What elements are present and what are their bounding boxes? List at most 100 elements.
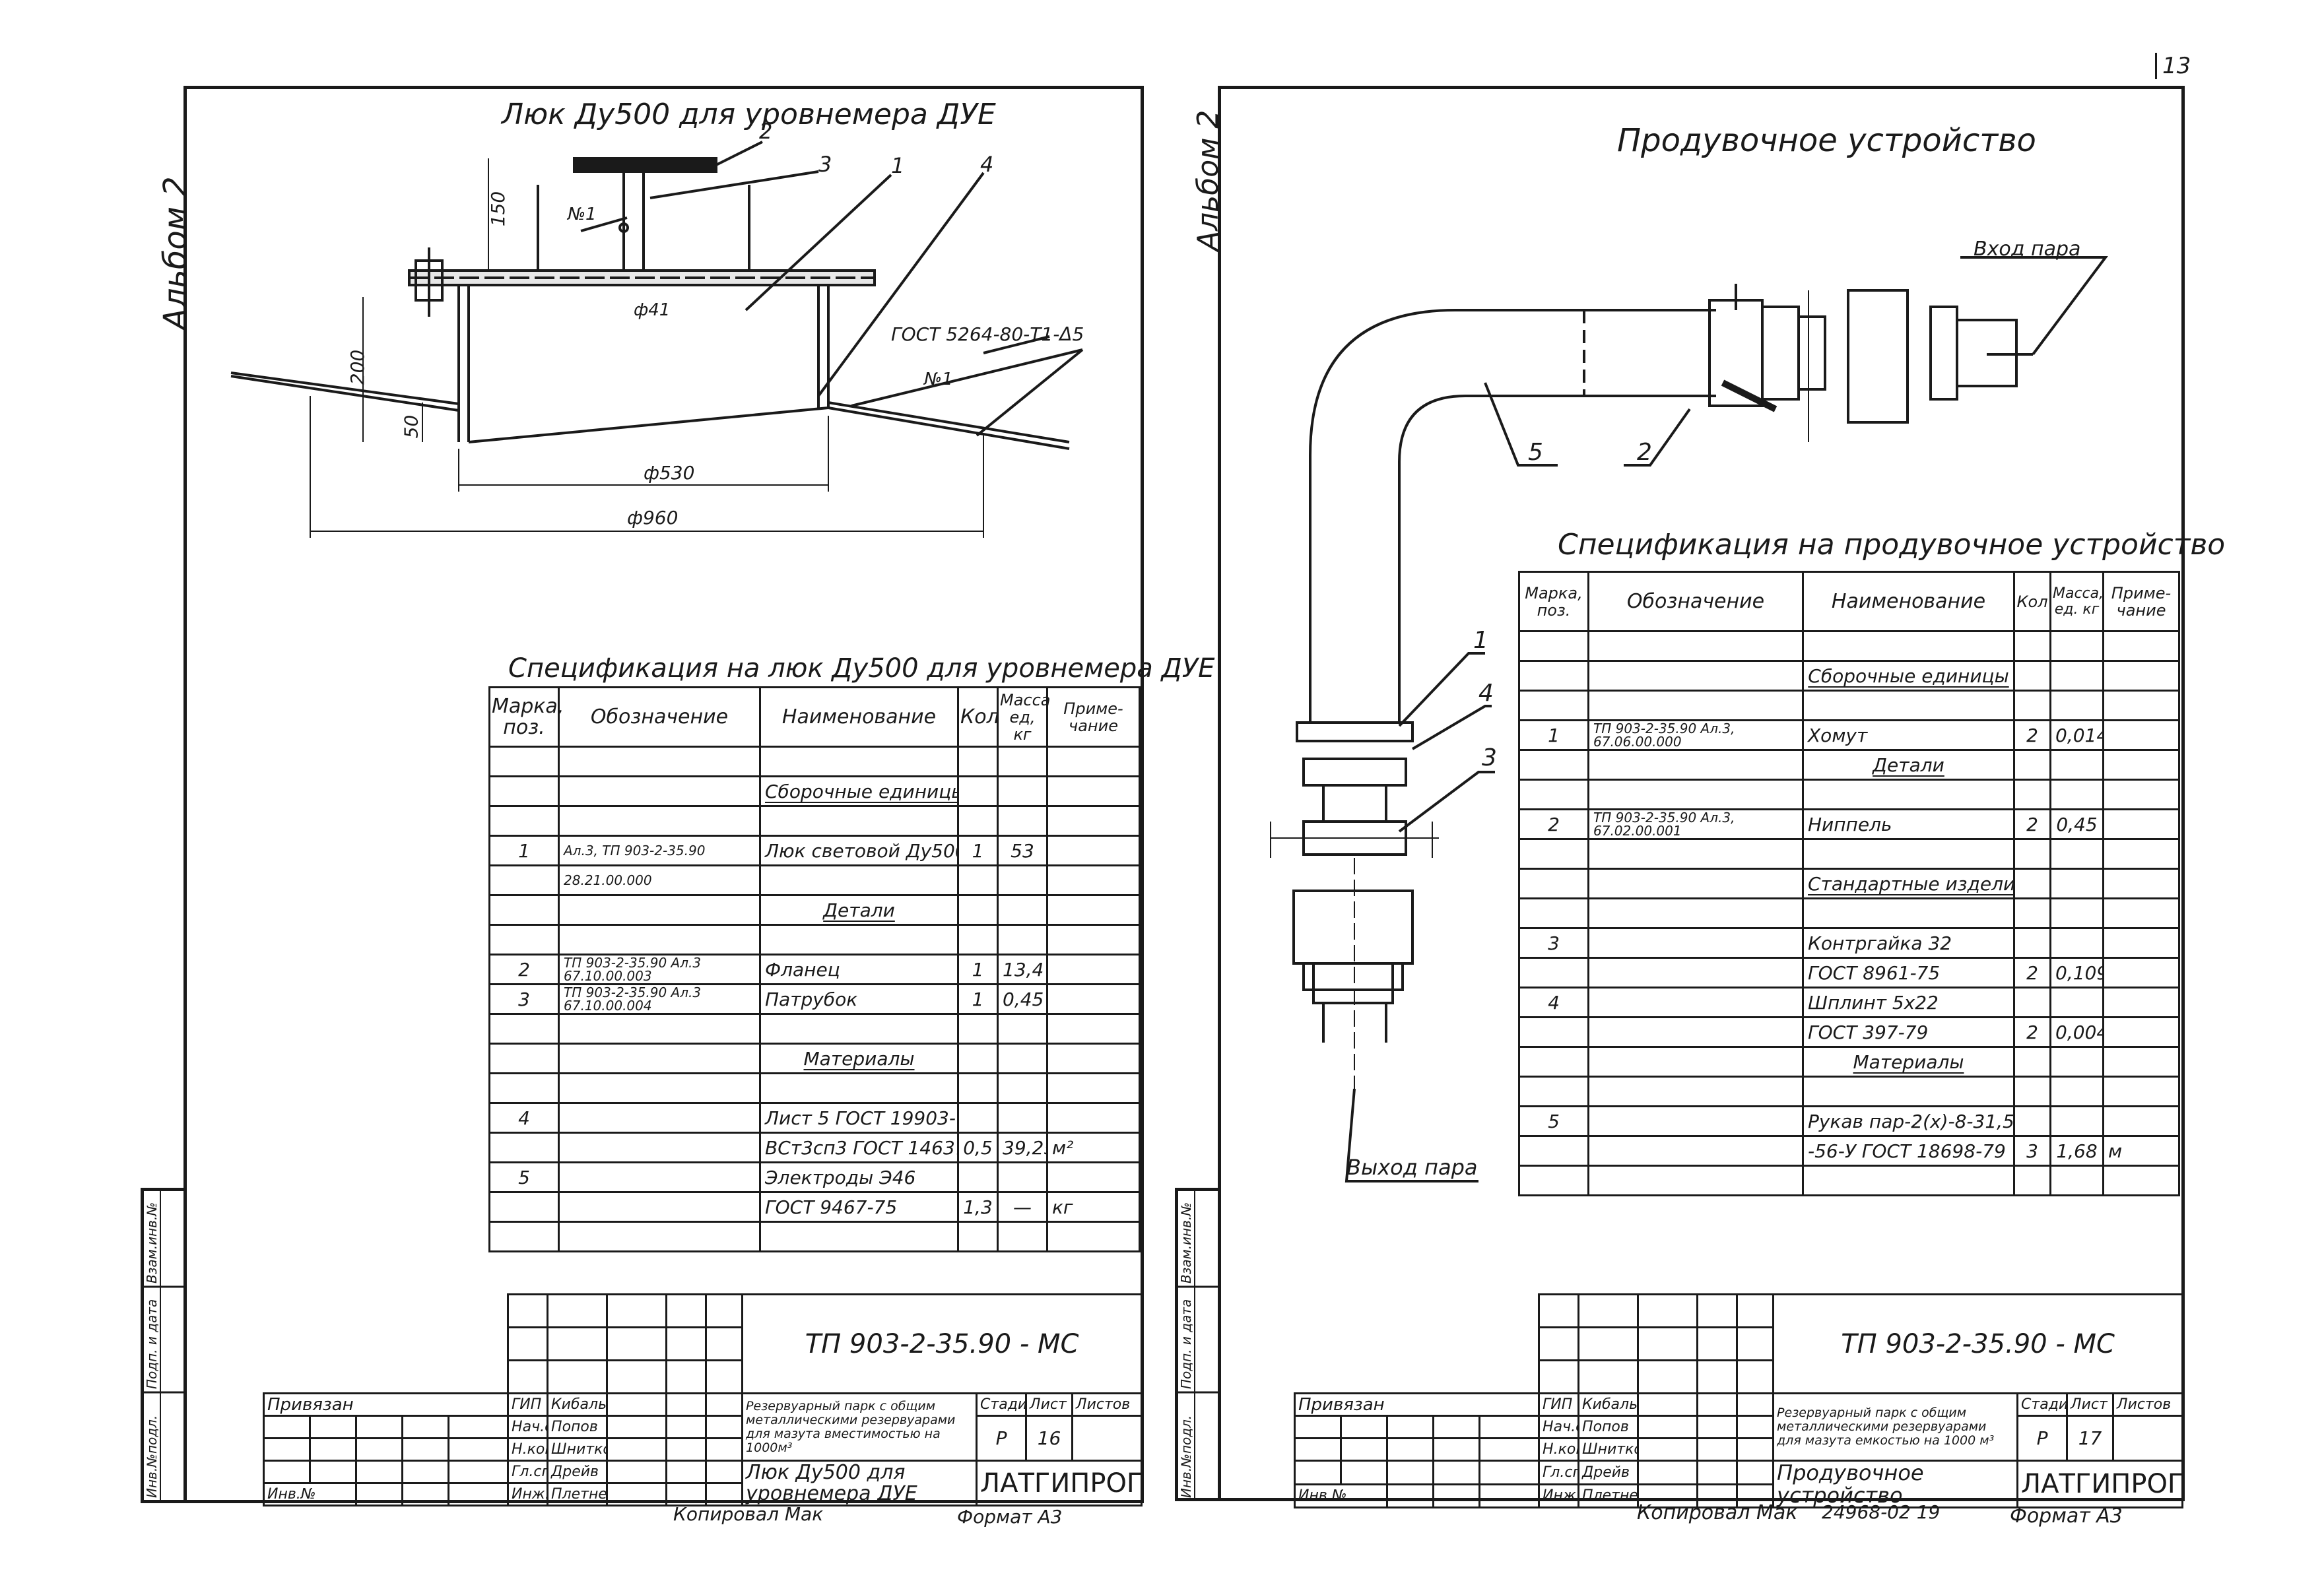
table-cell bbox=[1046, 775, 1141, 807]
left-tb-sheets bbox=[1071, 1415, 1143, 1462]
table-cell bbox=[558, 1043, 761, 1074]
table-cell bbox=[1046, 894, 1141, 926]
right-tb-sheet-h: Лист bbox=[2066, 1392, 2115, 1417]
table-cell bbox=[2013, 1105, 2051, 1137]
right-order-number: 24968-02 19 bbox=[1822, 1501, 1941, 1523]
left-phi41: ф41 bbox=[634, 300, 671, 320]
table-cell bbox=[1046, 864, 1141, 896]
table-cell bbox=[759, 1013, 959, 1045]
left-copied: Копировал Мак bbox=[673, 1503, 824, 1525]
table-cell bbox=[759, 864, 959, 896]
table-cell bbox=[558, 1102, 761, 1134]
table-cell bbox=[957, 1013, 999, 1045]
table-cell bbox=[1046, 1043, 1141, 1074]
table-cell: 2 bbox=[2013, 719, 2051, 751]
table-cell bbox=[2049, 749, 2104, 781]
table-row: Детали bbox=[488, 894, 1141, 926]
table-cell bbox=[1587, 1076, 1804, 1107]
table-cell: ТП 903-2-35.90 Ал.3 67.10.00.003 bbox=[558, 954, 761, 985]
table-cell: Материалы bbox=[759, 1043, 959, 1074]
left-tb-stage: Р bbox=[976, 1415, 1028, 1462]
table-cell bbox=[1046, 1161, 1141, 1193]
left-tb-sheet-h: Лист bbox=[1025, 1392, 1074, 1417]
table-cell bbox=[1046, 1102, 1141, 1134]
table-cell bbox=[2102, 719, 2180, 751]
table-cell: Детали bbox=[759, 894, 959, 926]
left-spec-header-row: Марка, поз. Обозначение Наименование Кол… bbox=[488, 686, 1141, 748]
left-n1-top: №1 bbox=[568, 205, 597, 224]
table-cell bbox=[1518, 1016, 1589, 1048]
right-tb-name-2: Шнитко bbox=[1577, 1437, 1640, 1462]
table-cell bbox=[1587, 868, 1804, 899]
table-cell: 0,45 bbox=[997, 983, 1048, 1015]
table-cell: 3 bbox=[488, 983, 560, 1015]
right-tb-name-1: Попов bbox=[1577, 1415, 1640, 1439]
left-tb-name-1: Попов bbox=[547, 1415, 609, 1439]
table-cell: 3 bbox=[1518, 927, 1589, 959]
table-cell: 0,5 bbox=[957, 1132, 999, 1163]
table-cell bbox=[957, 1161, 999, 1193]
table-cell bbox=[488, 894, 560, 926]
left-tb-role-0: ГИП bbox=[507, 1392, 549, 1417]
table-row: 28.21.00.000 bbox=[488, 864, 1141, 896]
right-spec-h-mark: Марка, поз. bbox=[1518, 571, 1589, 632]
table-cell bbox=[1587, 690, 1804, 721]
table-cell bbox=[1587, 1135, 1804, 1167]
right-tb-name-3: Дрейв bbox=[1577, 1460, 1640, 1485]
table-cell bbox=[759, 805, 959, 837]
right-tb-name-0: Кибальчич bbox=[1577, 1392, 1640, 1417]
table-cell: 3 bbox=[2013, 1135, 2051, 1167]
table-cell: 2 bbox=[2013, 808, 2051, 840]
left-tb-name-4: Плетнев bbox=[547, 1482, 609, 1506]
table-cell bbox=[1518, 630, 1589, 662]
table-cell bbox=[2049, 660, 2104, 692]
table-cell bbox=[997, 1072, 1048, 1104]
table-cell bbox=[1518, 1135, 1589, 1167]
table-cell: Рукав пар-2(х)-8-31,5- bbox=[1802, 1105, 2015, 1137]
left-spec-h-mark: Марка, поз. bbox=[488, 686, 564, 748]
left-dim-960: ф960 bbox=[627, 507, 679, 529]
left-tb-code: ТП 903-2-35.90 - МС bbox=[741, 1293, 1143, 1394]
table-cell bbox=[1802, 630, 2015, 662]
right-tb-privyazan: Привязан bbox=[1293, 1392, 1541, 1416]
table-cell bbox=[1587, 897, 1804, 929]
table-cell bbox=[558, 924, 761, 955]
table-cell bbox=[1518, 1046, 1589, 1078]
table-cell bbox=[1802, 690, 2015, 721]
table-cell bbox=[2013, 749, 2051, 781]
table-cell bbox=[957, 864, 999, 896]
right-tb-sheet: 17 bbox=[2066, 1415, 2115, 1462]
table-cell bbox=[2102, 630, 2180, 662]
table-cell: 1 bbox=[957, 983, 999, 1015]
table-cell: кг bbox=[1046, 1191, 1141, 1223]
table-cell bbox=[2049, 927, 2104, 959]
table-cell bbox=[759, 1072, 959, 1104]
right-tb-org: ЛАТГИПРОПРОМ bbox=[2016, 1460, 2184, 1508]
table-cell bbox=[2049, 630, 2104, 662]
table-cell bbox=[488, 746, 560, 777]
left-tb-name-2: Шнитко bbox=[547, 1437, 609, 1462]
table-row bbox=[488, 1013, 1141, 1045]
table-cell bbox=[2102, 1076, 2180, 1107]
table-cell bbox=[2013, 1046, 2051, 1078]
table-cell: 1 bbox=[957, 954, 999, 985]
table-cell bbox=[1046, 924, 1141, 955]
table-row bbox=[1518, 897, 2180, 929]
right-tb-sheets-h: Листов bbox=[2112, 1392, 2184, 1417]
right-spec-table: Марка, поз. Обозначение Наименование Кол… bbox=[1518, 571, 2180, 1196]
table-cell bbox=[2013, 987, 2051, 1018]
table-cell bbox=[1587, 1046, 1804, 1078]
table-cell bbox=[1587, 660, 1804, 692]
table-cell: Лист 5 ГОСТ 19903-74 bbox=[759, 1102, 959, 1134]
right-tb-name-4: Плетнев bbox=[1577, 1483, 1640, 1508]
left-tb-inv: Инв.№ bbox=[263, 1482, 357, 1506]
table-cell bbox=[2102, 957, 2180, 988]
table-cell bbox=[558, 775, 761, 807]
table-cell: м bbox=[2102, 1135, 2180, 1167]
table-cell bbox=[2013, 1165, 2051, 1196]
table-cell bbox=[558, 1132, 761, 1163]
